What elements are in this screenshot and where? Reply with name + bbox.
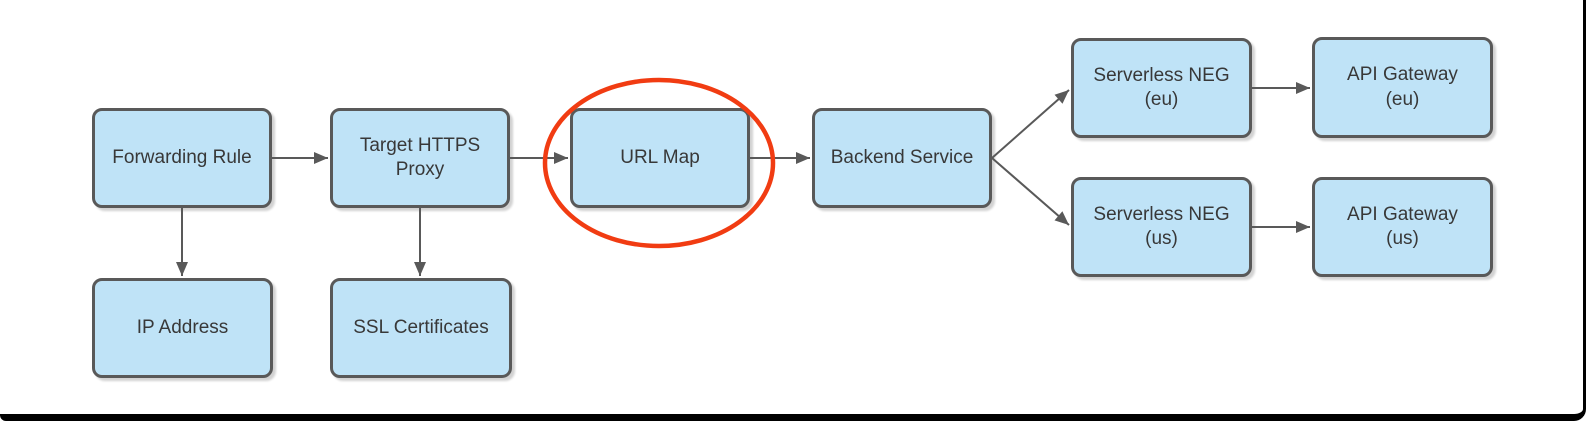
node-ip-address: IP Address — [92, 278, 273, 378]
node-api-gateway-eu: API Gateway (eu) — [1312, 37, 1493, 138]
node-api-gateway-us: API Gateway (us) — [1312, 177, 1493, 277]
node-url-map: URL Map — [570, 108, 750, 208]
node-serverless-neg-eu: Serverless NEG (eu) — [1071, 38, 1252, 138]
node-backend-service: Backend Service — [812, 108, 992, 208]
arrow-backend-to-neg-us — [991, 157, 1070, 226]
node-serverless-neg-us: Serverless NEG (us) — [1071, 177, 1252, 277]
node-target-https-proxy: Target HTTPS Proxy — [330, 108, 510, 208]
node-ssl-certificates: SSL Certificates — [330, 278, 512, 378]
arrow-backend-to-neg-eu — [991, 89, 1070, 159]
node-forwarding-rule: Forwarding Rule — [92, 108, 272, 208]
